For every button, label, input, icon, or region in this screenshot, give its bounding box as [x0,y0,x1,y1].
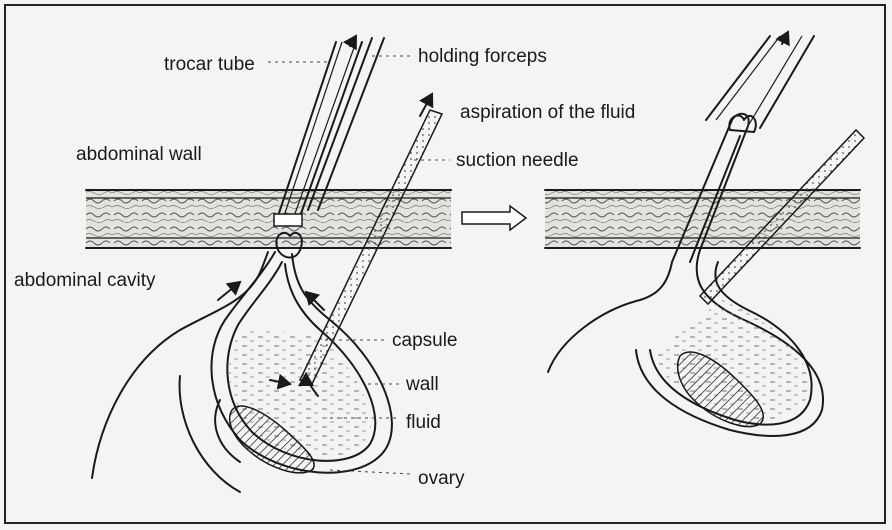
label-ovary: ovary [418,468,465,489]
label-trocar-tube: trocar tube [164,54,255,75]
label-fluid: fluid [406,412,441,433]
label-abdominal-cavity: abdominal cavity [14,270,156,291]
trocar-tube-right [706,32,814,132]
abdominal-wall-band-right [545,190,860,248]
label-capsule: capsule [392,330,458,351]
left-panel [86,36,451,492]
label-holding-forceps: holding forceps [418,46,547,67]
label-aspiration: aspiration of the fluid [460,102,635,123]
flow-arrow [218,282,240,300]
label-abdominal-wall: abdominal wall [76,144,202,165]
label-suction-needle: suction needle [456,150,579,171]
right-panel [545,32,864,436]
transition-arrow [462,206,526,230]
label-wall: wall [405,374,439,395]
